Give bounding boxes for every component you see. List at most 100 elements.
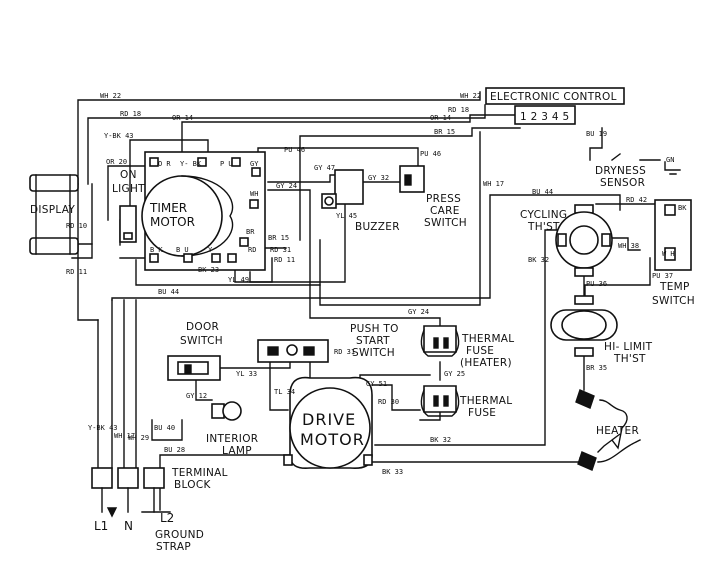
timer-terminal-labels: O R Y- BK P U GY WH BR RD B K B U Y BK W… xyxy=(150,160,687,258)
l1-label: L1 xyxy=(94,519,108,533)
wire-label: BK 23 xyxy=(198,266,219,274)
wire-label: OR 14 xyxy=(172,114,193,122)
temp-switch: TEMP SWITCH xyxy=(652,199,695,307)
wire-label: RD 31 xyxy=(334,348,355,356)
wire-label: BK 32 xyxy=(430,436,451,444)
wire-label: BU 44 xyxy=(158,288,179,296)
wire-label: PU 46 xyxy=(420,150,441,158)
thermal-fuse-heater: THERMAL FUSE (HEATER) xyxy=(420,325,514,369)
l2-label: L2 xyxy=(160,511,174,525)
interior-lamp-label-1: INTERIOR xyxy=(206,433,258,445)
wire-label: WH 22 xyxy=(460,92,481,100)
terminal-label: W H xyxy=(662,250,675,258)
drive-motor: DRIVE MOTOR xyxy=(283,376,373,470)
thermal-fuse-label-1: THERMAL xyxy=(459,395,512,407)
dryness-sensor-label-1: DRYNESS xyxy=(595,165,646,177)
wire-label: BR 15 xyxy=(434,128,455,136)
electronic-control-label: ELECTRONIC CONTROL xyxy=(490,91,617,103)
door-switch-label-1: DOOR xyxy=(186,321,219,333)
wire-labels: WH 22 WH 22 RD 18 RD 18 OR 14 OR 14 Y-BK… xyxy=(66,92,674,476)
temp-switch-label-1: TEMP xyxy=(659,281,690,293)
on-light-label-2: LIGHT xyxy=(112,183,145,195)
temp-switch-label-2: SWITCH xyxy=(652,295,695,307)
wire-label: RD 18 xyxy=(448,106,469,114)
on-light-label-1: ON xyxy=(120,169,137,181)
terminal-label: Y- BK xyxy=(180,160,202,168)
timer-motor-label-2: MOTOR xyxy=(150,215,195,229)
wire-label: BR 35 xyxy=(586,364,607,372)
wire-label: BU 19 xyxy=(586,130,607,138)
wire-label: PU 37 xyxy=(652,272,673,280)
press-care-label-1: PRESS xyxy=(426,193,461,205)
wire-label: RD 18 xyxy=(120,110,141,118)
drive-motor-label-2: MOTOR xyxy=(300,430,365,449)
wire-label: OR 14 xyxy=(430,114,451,122)
hi-limit-label-2: TH'ST xyxy=(613,353,646,365)
hi-limit-label-1: HI- LIMIT xyxy=(604,341,653,353)
buzzer-label: BUZZER xyxy=(355,221,400,233)
wire-label: PU 46 xyxy=(284,146,305,154)
thermal-fuse-heater-label-2: FUSE xyxy=(466,345,494,357)
hi-limit-thermostat: HI- LIMIT TH'ST xyxy=(550,295,653,365)
terminal-label: B K xyxy=(150,246,163,254)
cycling-thermostat: CYCLING TH'ST xyxy=(520,204,613,277)
push-to-start-label-1: PUSH TO xyxy=(350,323,399,335)
thermal-fuse-heater-label-1: THERMAL xyxy=(461,333,514,345)
wire-label: BK 33 xyxy=(382,468,403,476)
wire-label: WH 38 xyxy=(618,242,639,250)
wire-label: BK 32 xyxy=(528,256,549,264)
press-care-label-3: SWITCH xyxy=(424,217,467,229)
wire-label: GY 24 xyxy=(276,182,297,190)
wire-label: GY 24 xyxy=(408,308,429,316)
wire-label: BU 40 xyxy=(154,424,175,432)
drive-motor-label-1: DRIVE xyxy=(302,410,356,429)
terminal-label: BR xyxy=(246,228,255,236)
terminal-label: GY xyxy=(250,160,259,168)
ground-strap-label-1: GROUND xyxy=(155,529,204,541)
terminal-block: TERMINAL BLOCK L1 N L2 GROUND STRAP xyxy=(91,467,228,553)
wire-label: GY 25 xyxy=(444,370,465,378)
push-to-start-switch: PUSH TO START SWITCH xyxy=(257,323,399,363)
wire-label: BR 15 xyxy=(268,234,289,242)
wire-label: WH 29 xyxy=(128,434,149,442)
on-light: ON LIGHT xyxy=(112,169,145,243)
wire-label: GN xyxy=(666,156,674,164)
wire-label: Y-BK 43 xyxy=(104,132,134,140)
wire-label: RD 42 xyxy=(626,196,647,204)
display: DISPLAY xyxy=(29,174,79,255)
wire-label: WH 17 xyxy=(483,180,504,188)
terminal-block-label-1: TERMINAL xyxy=(171,467,228,479)
timer-motor-label-1: TIMER xyxy=(149,201,187,215)
wire-label: WH 17 xyxy=(114,432,135,440)
heater: HEATER xyxy=(575,389,639,471)
ground-strap-label-2: STRAP xyxy=(156,541,191,553)
push-to-start-label-3: SWITCH xyxy=(352,347,395,359)
wire-label: YL 45 xyxy=(336,212,357,220)
terminal-label: O R xyxy=(158,160,171,168)
terminal-label: RD xyxy=(248,246,256,254)
n-label: N xyxy=(124,519,133,533)
wire-label: OR 20 xyxy=(106,158,127,166)
display-label: DISPLAY xyxy=(30,204,75,216)
heater-label: HEATER xyxy=(596,425,639,437)
door-switch-label-2: SWITCH xyxy=(180,335,223,347)
dryness-sensor-label-2: SENSOR xyxy=(600,177,645,189)
door-switch: DOOR SWITCH xyxy=(167,321,223,381)
dryness-sensor: DRYNESS SENSOR xyxy=(595,153,681,189)
wire-label: GY 12 xyxy=(186,392,207,400)
wire-label: BU 44 xyxy=(532,188,553,196)
wire-label: WH 22 xyxy=(100,92,121,100)
wire-label: RD 31 xyxy=(270,246,291,254)
terminal-label: P U xyxy=(220,160,233,168)
buzzer: BUZZER xyxy=(321,169,400,233)
terminal-label: WH xyxy=(250,190,258,198)
wire-label: RD 11 xyxy=(274,256,295,264)
thermal-fuse-heater-label-3: (HEATER) xyxy=(460,357,512,369)
wire-label: RD 11 xyxy=(66,268,87,276)
cycling-thermostat-label-2: TH'ST xyxy=(527,221,560,233)
wire-label: RD 10 xyxy=(66,222,87,230)
electronic-control: ELECTRONIC CONTROL 1 2 3 4 5 xyxy=(485,87,625,125)
interior-lamp-label-2: LAMP xyxy=(222,445,252,457)
wire-label: BU 28 xyxy=(164,446,185,454)
